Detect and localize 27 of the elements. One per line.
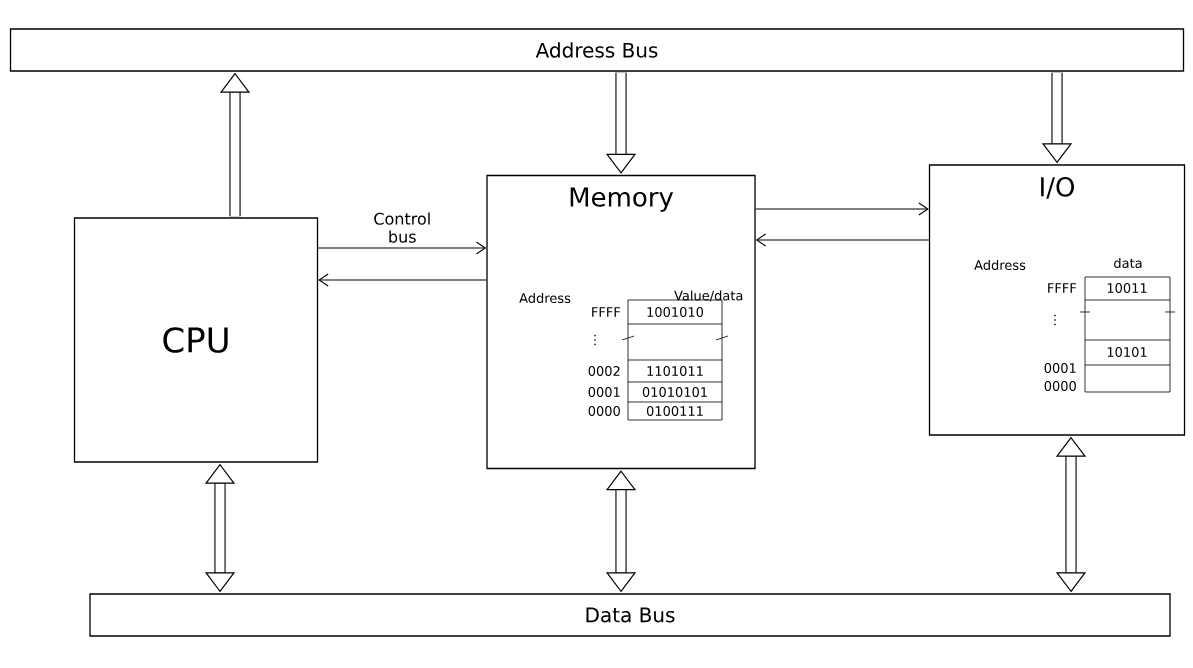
process-box: CPU xyxy=(73,217,319,463)
column-heading: Address xyxy=(974,259,1026,271)
table-cell: 01010101 xyxy=(642,387,707,397)
address-label: 0001 xyxy=(1044,363,1076,373)
table-cell: 1001010 xyxy=(647,307,704,317)
address-label: 0002 xyxy=(588,366,620,376)
column-heading: Address xyxy=(519,292,571,304)
arrow xyxy=(755,202,929,216)
table-cell: 10011 xyxy=(1107,283,1147,293)
ellipsis: ⋮ xyxy=(594,334,596,346)
table-cell: 10101 xyxy=(1107,347,1147,357)
bus-band: Address Bus xyxy=(9,28,1185,72)
ellipsis: ⋮ xyxy=(1054,314,1056,326)
address-label: 0000 xyxy=(588,406,620,416)
address-label: 0000 xyxy=(1044,381,1076,391)
bus-band: Data Bus xyxy=(89,593,1171,637)
table-cell: 0100111 xyxy=(646,406,703,416)
arrow xyxy=(317,241,487,255)
arrow xyxy=(755,233,930,247)
address-label: 0001 xyxy=(588,387,620,397)
arrow xyxy=(318,273,487,287)
edge-label: Control bus xyxy=(374,212,430,243)
address-label: FFFF xyxy=(1048,283,1077,293)
table-cell: 1101011 xyxy=(647,366,703,376)
address-label: FFFF xyxy=(592,307,621,317)
column-heading: Value/data xyxy=(674,290,743,302)
column-heading: data xyxy=(1114,257,1142,269)
